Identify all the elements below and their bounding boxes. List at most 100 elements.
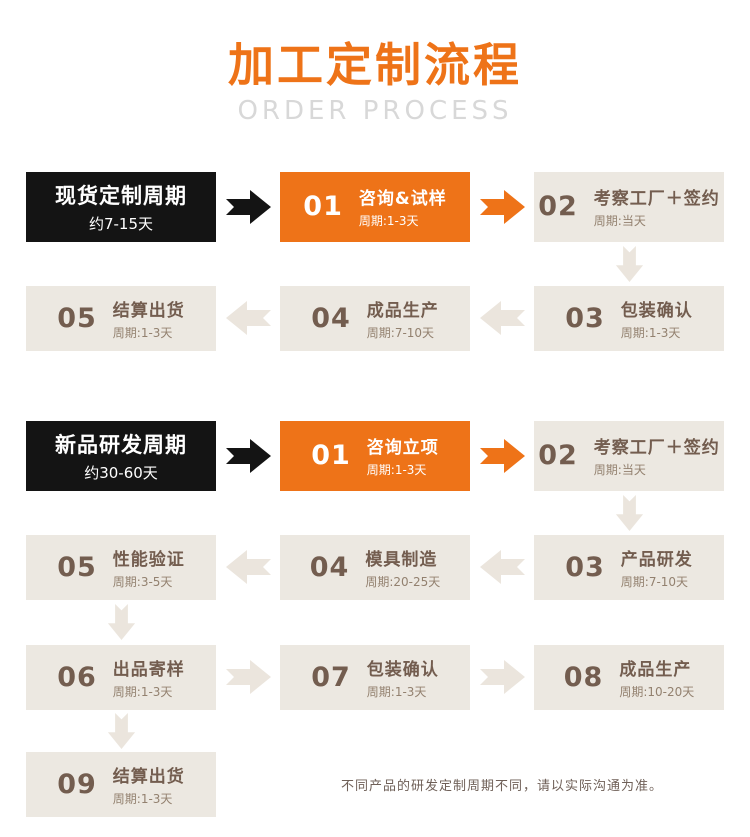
arrow-down-icon	[107, 712, 135, 749]
flow2-arrow-1	[216, 421, 280, 491]
arrow-right-icon	[479, 660, 525, 695]
flow2-step-06: 06 出品寄样 周期:1-3天	[26, 644, 216, 710]
footer-note: 不同产品的研发定制周期不同，请以实际沟通为准。	[340, 778, 663, 794]
step-number: 06	[57, 661, 97, 693]
arrow-right-icon	[225, 438, 271, 473]
arrow-right-icon	[225, 189, 271, 224]
flow2-down-arrow-cell-1	[534, 491, 724, 535]
arrow-left-icon	[225, 550, 271, 585]
step-title: 成品生产	[366, 300, 439, 321]
flow2-step-03: 03 产品研发 周期:7-10天	[534, 534, 724, 600]
step-title: 产品研发	[620, 549, 693, 570]
step-period: 周期:1-3天	[112, 684, 173, 699]
flow2-row3: 06 出品寄样 周期:1-3天 07 包装确认 周期:1-3天 08	[0, 644, 750, 710]
flow2-down-arrow-cell-3	[26, 710, 216, 752]
step-period: 周期:当天	[593, 214, 646, 229]
step-period: 周期:当天	[593, 463, 646, 478]
arrow-right-icon	[479, 189, 525, 224]
flow1-connector	[0, 242, 750, 286]
step-period: 周期:20-25天	[365, 574, 441, 589]
flow1-arrow-2	[470, 172, 534, 242]
flow1-arrow-4	[470, 286, 534, 351]
flow2-step-04: 04 模具制造 周期:20-25天	[280, 534, 470, 600]
step-title: 咨询&试样	[358, 189, 447, 210]
step-title: 模具制造	[365, 549, 438, 570]
arrow-down-icon	[107, 604, 135, 641]
flow2-step-07: 07 包装确认 周期:1-3天	[280, 644, 470, 710]
flow1-step-03: 03 包装确认 周期:1-3天	[534, 285, 724, 351]
flow2-arrow-5	[216, 645, 280, 710]
flow2-connector-3	[0, 710, 750, 752]
step-number: 01	[303, 191, 343, 223]
step-number: 08	[563, 661, 604, 693]
flow1-arrow-1	[216, 172, 280, 242]
step-title: 考察工厂＋签约	[593, 189, 720, 210]
flow2-step-05: 05 性能验证 周期:3-5天	[26, 534, 216, 600]
step-period: 周期:7-10天	[620, 574, 689, 589]
flow2-arrow-4	[470, 535, 534, 600]
step-title: 性能验证	[112, 549, 185, 570]
step-number: 07	[311, 661, 351, 693]
step-number: 03	[565, 551, 605, 583]
step-title: 结算出货	[112, 766, 185, 787]
flow2-step-09: 09 结算出货 周期:1-3天	[26, 751, 216, 817]
flow1-intro-box: 现货定制周期 约7-15天	[26, 171, 216, 242]
step-period: 周期:1-3天	[366, 463, 427, 478]
flow2-row1: 新品研发周期 约30-60天 01 咨询立项 周期:1-3天 02 考察工厂＋签…	[0, 420, 750, 491]
arrow-right-icon	[479, 438, 525, 473]
flow2-intro-period: 约30-60天	[84, 463, 158, 482]
arrow-down-icon	[615, 494, 643, 531]
arrow-left-icon	[479, 550, 525, 585]
flow1-step-05: 05 结算出货 周期:1-3天	[26, 285, 216, 351]
arrow-left-icon	[225, 301, 271, 336]
flow1-arrow-3	[216, 286, 280, 351]
flow2-row4: 09 结算出货 周期:1-3天 不同产品的研发定制周期不同，请以实际沟通为准。	[0, 751, 750, 817]
step-period: 周期:1-3天	[358, 214, 419, 229]
flow1-row1: 现货定制周期 约7-15天 01 咨询&试样 周期:1-3天 02 考察工厂＋签…	[0, 171, 750, 242]
page-subtitle: ORDER PROCESS	[237, 95, 513, 126]
step-period: 周期:1-3天	[620, 325, 681, 340]
flow2-connector-2	[0, 600, 750, 645]
step-number: 02	[538, 191, 578, 223]
flow2-arrow-3	[216, 535, 280, 600]
flow2-arrow-6	[470, 645, 534, 710]
step-title: 包装确认	[366, 659, 439, 680]
flow1-down-arrow-cell	[534, 242, 724, 286]
flow1-step-04: 04 成品生产 周期:7-10天	[280, 285, 470, 351]
step-period: 周期:1-3天	[112, 325, 173, 340]
step-period: 周期:7-10天	[366, 325, 435, 340]
flow2-step-02: 02 考察工厂＋签约 周期:当天	[534, 420, 724, 491]
step-number: 05	[57, 551, 97, 583]
flow2-connector-1	[0, 491, 750, 535]
flow1-intro-title: 现货定制周期	[55, 183, 187, 208]
flow2-intro-title: 新品研发周期	[55, 432, 187, 457]
flow1-step-01: 01 咨询&试样 周期:1-3天	[280, 171, 470, 242]
flow-new-product-development: 新品研发周期 约30-60天 01 咨询立项 周期:1-3天 02 考察工厂＋签…	[0, 420, 750, 817]
header: 加工定制流程 ORDER PROCESS	[0, 0, 750, 126]
step-title: 结算出货	[112, 300, 185, 321]
step-number: 09	[57, 768, 97, 800]
step-period: 周期:10-20天	[619, 684, 695, 699]
step-number: 04	[309, 551, 350, 583]
flow2-arrow-2	[470, 421, 534, 491]
flow2-down-arrow-cell-2	[26, 600, 216, 645]
step-period: 周期:1-3天	[366, 684, 427, 699]
step-number: 03	[565, 302, 605, 334]
flow1-step-02: 02 考察工厂＋签约 周期:当天	[534, 171, 724, 242]
flow1-intro-period: 约7-15天	[88, 214, 154, 233]
step-number: 05	[57, 302, 97, 334]
flow2-row2: 05 性能验证 周期:3-5天 04 模具制造 周期:20-25天	[0, 534, 750, 600]
step-period: 周期:1-3天	[112, 791, 173, 806]
step-number: 01	[311, 440, 351, 472]
step-period: 周期:3-5天	[112, 574, 173, 589]
step-number: 04	[311, 302, 351, 334]
step-title: 咨询立项	[366, 438, 439, 459]
flow2-intro-box: 新品研发周期 约30-60天	[26, 420, 216, 491]
arrow-left-icon	[479, 301, 525, 336]
step-number: 02	[538, 440, 578, 472]
flow1-row2: 05 结算出货 周期:1-3天 04 成品生产 周期:7-10天 0	[0, 285, 750, 351]
page-title: 加工定制流程	[228, 38, 522, 92]
step-title: 成品生产	[619, 659, 692, 680]
step-title: 考察工厂＋签约	[593, 438, 720, 459]
